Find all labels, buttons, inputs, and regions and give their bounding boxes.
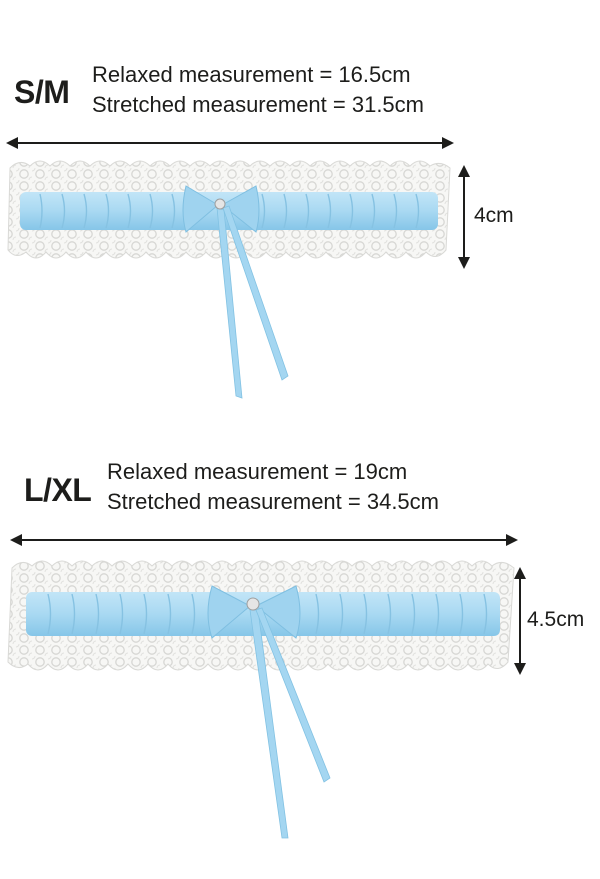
garter-illustration-sm bbox=[6, 137, 470, 399]
relaxed-measurement-lxl: Relaxed measurement = 19cm bbox=[107, 459, 408, 484]
size-block-lxl: L/XL Relaxed measurement = 19cm Stretche… bbox=[0, 440, 600, 879]
size-block-sm: S/M Relaxed measurement = 16.5cm Stretch… bbox=[0, 0, 600, 420]
relaxed-measurement-sm: Relaxed measurement = 16.5cm bbox=[92, 62, 411, 87]
width-arrow-lxl bbox=[514, 567, 526, 675]
width-label-sm: 4cm bbox=[474, 204, 514, 227]
size-title-sm: S/M bbox=[14, 74, 70, 110]
size-title-lxl: L/XL bbox=[24, 472, 92, 508]
width-arrow-sm bbox=[458, 165, 470, 269]
ribbon-sm bbox=[20, 185, 438, 399]
length-arrow-sm bbox=[6, 137, 454, 149]
width-label-lxl: 4.5cm bbox=[527, 608, 585, 631]
stretched-measurement-sm: Stretched measurement = 31.5cm bbox=[92, 92, 424, 117]
length-arrow-lxl bbox=[10, 534, 518, 546]
garter-illustration-lxl bbox=[7, 534, 526, 839]
ribbon-lxl bbox=[26, 585, 500, 839]
stretched-measurement-lxl: Stretched measurement = 34.5cm bbox=[107, 489, 439, 514]
